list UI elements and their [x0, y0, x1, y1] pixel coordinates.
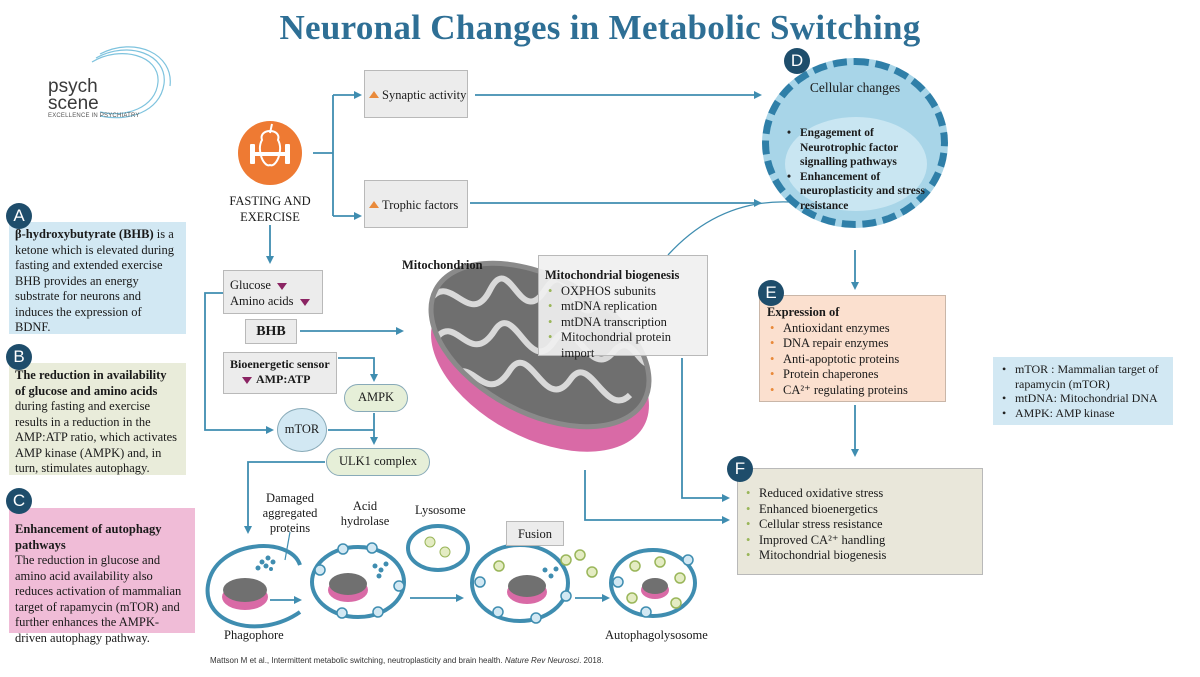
logo-tagline: EXCELLENCE IN PSYCHIATRY	[48, 113, 140, 119]
increase-arrow-icon	[369, 91, 379, 98]
list-item: Protein chaperones	[767, 367, 938, 383]
logo-line2: scene	[48, 93, 99, 114]
badge-f: F	[727, 456, 753, 482]
amino-acids-label: Amino acids	[230, 294, 294, 308]
trophic-factors-box: Trophic factors	[364, 180, 468, 228]
expression-box: Expression of Antioxidant enzymes DNA re…	[759, 295, 946, 402]
panel-a-text: is a ketone which is elevated during fas…	[15, 227, 174, 334]
badge-e: E	[758, 280, 784, 306]
mitochondrion-label: Mitochondrion	[402, 258, 483, 272]
mtor-node: mTOR	[277, 408, 327, 452]
list-item: mtDNA transcription	[545, 315, 701, 331]
cellular-changes-list: Engagement of Neurotrophic factor signal…	[784, 126, 934, 213]
panel-a-heading: β-hydroxybutyrate (BHB)	[15, 227, 154, 241]
bhb-box: BHB	[245, 319, 297, 344]
trophic-factors-label: Trophic factors	[382, 198, 459, 212]
badge-b: B	[6, 344, 32, 370]
glossary-box: mTOR : Mammalian target of rapamycin (mT…	[993, 357, 1173, 425]
outcomes-list: Reduced oxidative stress Enhanced bioene…	[743, 486, 977, 564]
bioenergetic-sensor-box: Bioenergetic sensor AMP:ATP	[223, 352, 337, 394]
fusion-stage	[470, 543, 598, 624]
outcomes-box: Reduced oxidative stress Enhanced bioene…	[737, 468, 983, 575]
autophagolysosome-label: Autophagolysosome	[605, 628, 708, 642]
citation-text: Mattson M et al., Intermittent metabolic…	[210, 656, 505, 665]
sensor-ratio: AMP:ATP	[256, 372, 311, 386]
logo-swirl	[91, 46, 171, 119]
psychscene-logo: psych scene EXCELLENCE IN PSYCHIATRY	[48, 76, 140, 121]
list-item: Cellular stress resistance	[743, 517, 977, 533]
list-item: mtDNA replication	[545, 299, 701, 315]
list-item: Antioxidant enzymes	[767, 321, 938, 337]
damaged-proteins-label: Damaged aggregated proteins	[262, 491, 318, 535]
list-item: AMPK: AMP kinase	[999, 406, 1167, 421]
panel-c: Enhancement of autophagy pathways The re…	[9, 508, 195, 645]
list-item: Enhanced bioenergetics	[743, 502, 977, 518]
panel-b: The reduction in availability of glucose…	[9, 363, 186, 475]
panel-c-heading: Enhancement of autophagy pathways	[15, 522, 162, 552]
synaptic-activity-box: Synaptic activity	[364, 70, 468, 118]
page-title: Neuronal Changes in Metabolic Switching	[279, 8, 921, 47]
acid-hydrolase-label: Acid hydrolase	[340, 499, 390, 528]
biogenesis-list: OXPHOS subunits mtDNA replication mtDNA …	[545, 284, 701, 362]
list-item: Mitochondrial biogenesis	[743, 548, 977, 564]
logo-line1: psych	[48, 76, 98, 97]
badge-d: D	[784, 48, 810, 74]
lysosome	[406, 524, 470, 572]
mitochondrial-biogenesis-box: Mitochondrial biogenesis OXPHOS subunits…	[538, 255, 708, 360]
panel-b-text: during fasting and exercise results in a…	[15, 399, 178, 475]
decrease-arrow-icon	[299, 298, 310, 306]
panel-c-text: The reduction in glucose and amino acid …	[15, 553, 182, 645]
list-item: mTOR : Mammalian target of rapamycin (mT…	[999, 362, 1167, 391]
glossary-list: mTOR : Mammalian target of rapamycin (mT…	[999, 362, 1167, 420]
nutrients-box: Glucose Amino acids	[223, 270, 323, 314]
ulk1-complex-node: ULK1 complex	[326, 448, 430, 476]
list-item: Improved CA²⁺ handling	[743, 533, 977, 549]
panel-a: β-hydroxybutyrate (BHB) is a ketone whic…	[9, 222, 186, 334]
list-item: Reduced oxidative stress	[743, 486, 977, 502]
phagophore-label: Phagophore	[224, 628, 284, 642]
list-item: OXPHOS subunits	[545, 284, 701, 300]
sensor-title: Bioenergetic sensor	[230, 357, 330, 371]
autophagolysosome-stage	[609, 548, 697, 618]
badge-c: C	[6, 488, 32, 514]
fusion-box: Fusion	[506, 521, 564, 546]
citation: Mattson M et al., Intermittent metabolic…	[210, 656, 604, 665]
list-item: Engagement of Neurotrophic factor signal…	[784, 126, 934, 170]
apple-barbell-icon	[238, 121, 302, 185]
list-item: Enhancement of neuroplasticity and stres…	[784, 170, 934, 214]
list-item: Mitochondrial protein import	[545, 330, 701, 361]
increase-arrow-icon	[369, 201, 379, 208]
badge-a: A	[6, 203, 32, 229]
ampk-node: AMPK	[344, 384, 408, 412]
fasting-exercise-label: FASTING AND EXERCISE	[229, 194, 311, 224]
cellular-changes-title: Cellular changes	[809, 80, 901, 95]
panel-b-heading: The reduction in availability of glucose…	[15, 368, 167, 398]
list-item: Anti-apoptotic proteins	[767, 352, 938, 368]
decrease-arrow-icon	[242, 376, 252, 384]
expression-title: Expression of	[767, 305, 840, 319]
decrease-arrow-icon	[276, 282, 287, 290]
expression-list: Antioxidant enzymes DNA repair enzymes A…	[767, 321, 938, 399]
phagophore-stage	[205, 544, 302, 629]
citation-journal: Nature Rev Neurosci	[504, 656, 580, 665]
autophagosome-stage	[310, 542, 406, 619]
list-item: DNA repair enzymes	[767, 336, 938, 352]
glucose-label: Glucose	[230, 278, 271, 292]
lysosome-label: Lysosome	[415, 503, 466, 517]
mitochondrion-illustration	[427, 260, 663, 452]
biogenesis-title: Mitochondrial biogenesis	[545, 268, 680, 282]
synaptic-activity-label: Synaptic activity	[382, 88, 467, 102]
citation-year: . 2018.	[579, 656, 604, 665]
list-item: CA²⁺ regulating proteins	[767, 383, 938, 399]
list-item: mtDNA: Mitochondrial DNA	[999, 391, 1167, 406]
